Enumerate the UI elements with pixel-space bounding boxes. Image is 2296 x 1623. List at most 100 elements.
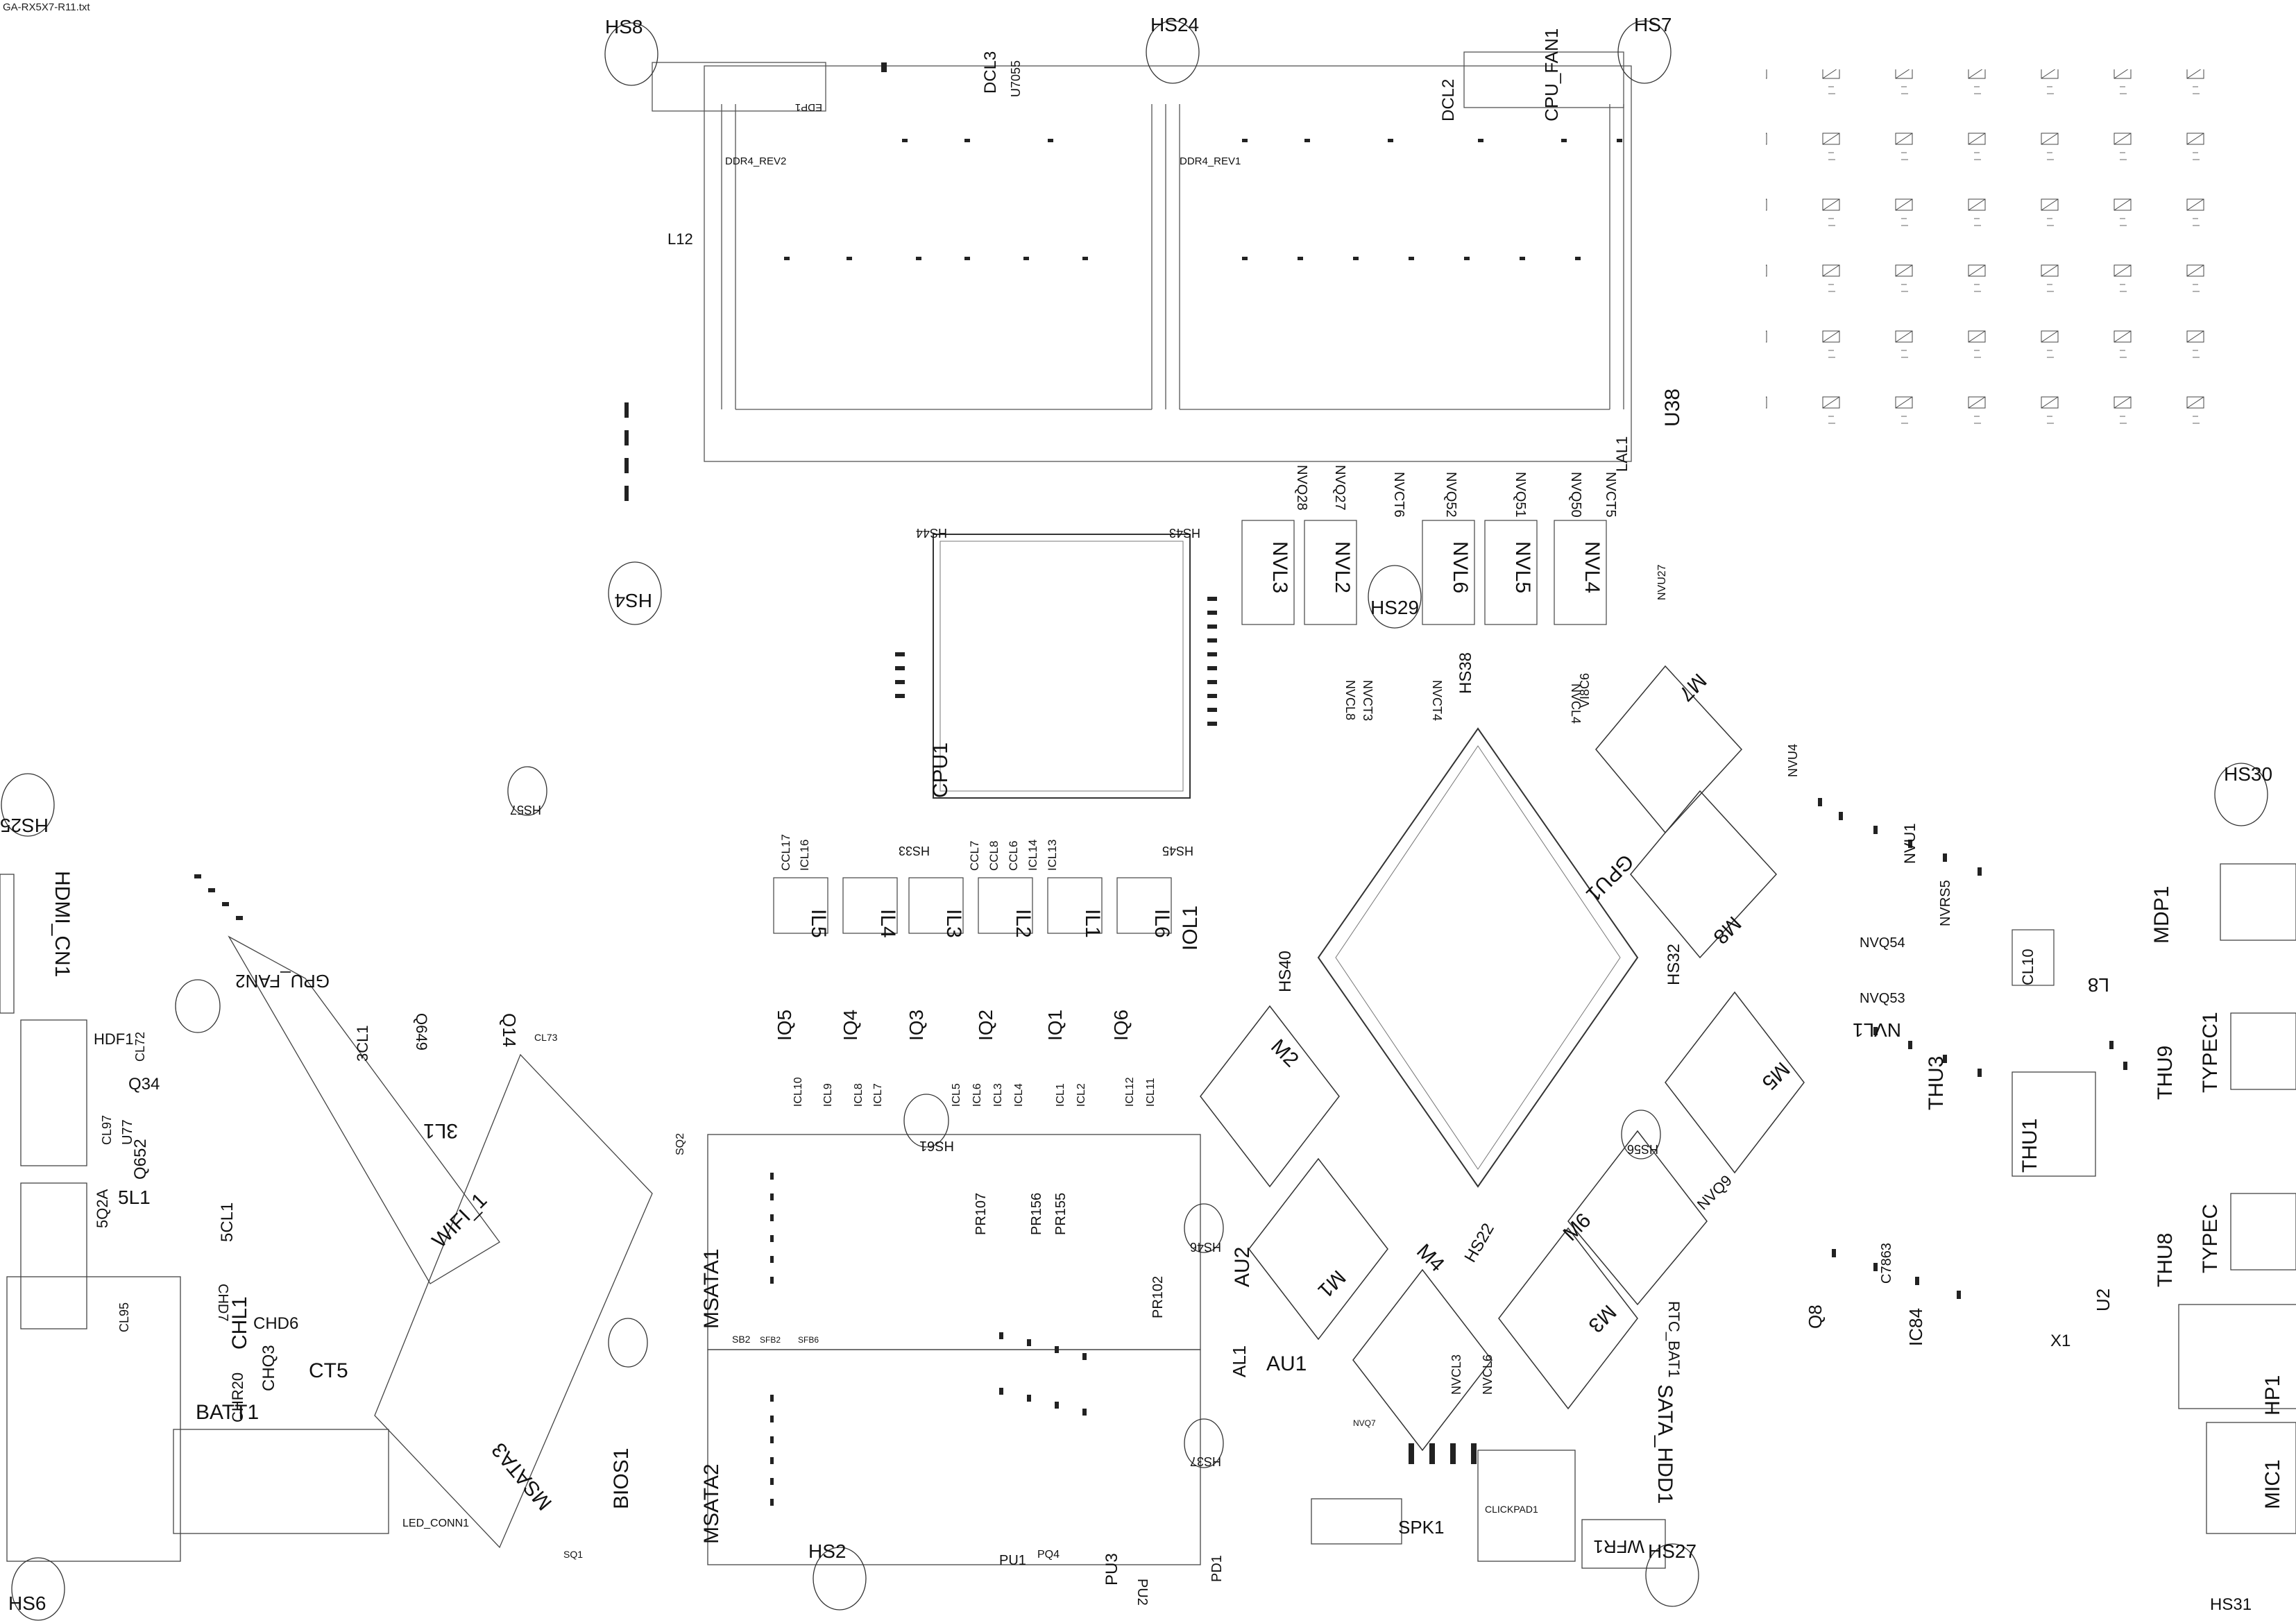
q652-label: Q652 [131,1139,150,1180]
sb2-label: SB2 [732,1334,751,1345]
cl73-label: CL73 [534,1032,558,1043]
pr107-label: PR107 [973,1193,989,1235]
typec-label: TYPEC [2199,1204,2222,1273]
heatsink-label: HS29 [1370,597,1419,618]
heatsink-label: HS6 [8,1592,46,1614]
u2-label: U2 [2093,1289,2114,1311]
memory-label: M7 [1674,669,1711,706]
typec1-label: TYPEC1 [2199,1012,2222,1093]
memory-label: M4 [1412,1240,1449,1277]
cap-label: CCL8 [987,841,1001,871]
cpu-fan-label: CPU_FAN1 [1541,28,1562,121]
nv-fet-label: NVQ28 [1294,465,1309,511]
hp-label: HP1 [2261,1375,2284,1416]
msata1-label: MSATA1 [700,1248,723,1329]
chd6-label: CHD6 [253,1314,298,1333]
pd1-label: PD1 [1209,1555,1225,1582]
nv-fet-label: NVQ27 [1332,465,1347,511]
ddr-slot-area [652,51,1632,462]
heatsink-label: HS22 [1461,1220,1497,1266]
heatsink-label: HS45 [1162,844,1193,858]
cap-label: ICL4 [1013,1083,1025,1107]
u7055-label: U7055 [1009,60,1023,97]
u38-label: U38 [1661,389,1684,427]
heatsink-label: HS31 [2210,1595,2252,1614]
nv-cap-label: NVCL8 [1343,680,1357,720]
chr20-label: CHR20 [229,1373,246,1422]
heatsink-label: HS33 [899,844,930,858]
sq2-label: SQ2 [674,1133,686,1155]
file-name: GA-RX5X7-R11.txt [3,1,90,13]
thu9-label: THU9 [2154,1046,2177,1100]
inductor-label: IL2 [1012,909,1035,938]
heatsink-label: HS61 [919,1138,954,1153]
pr156-label: PR156 [1029,1193,1044,1235]
rtc-label: RTC_BAT1 [1665,1301,1683,1377]
mosfet-label: IQ6 [1110,1010,1132,1041]
nv-inductor-label: NVL6 [1449,541,1472,593]
cl95-label: CL95 [117,1302,131,1332]
msata3-label: MSATA3 [487,1438,556,1515]
nv-fet-label: NVQ52 [1443,472,1459,518]
cap-label: ICL9 [822,1083,834,1107]
pr102-label: PR102 [1150,1276,1166,1318]
inductor-label: IL1 [1081,909,1104,938]
nv-inductor-label: NVL2 [1331,541,1354,593]
memory-labels: M7 M8 M5 M6 M3 M4 M1 M2 [1266,669,1794,1337]
inductor-label: IL5 [807,909,830,938]
pu1-label: PU1 [999,1553,1026,1568]
cl72-label: CL72 [133,1032,147,1062]
nvu27-label: NVU27 [1656,564,1668,600]
cap-label: ICL7 [872,1083,884,1107]
cl10-label: CL10 [2019,949,2036,985]
cap-label: CCL6 [1007,841,1020,871]
mosfet-label: IQ4 [840,1010,861,1041]
cap-label: ICL3 [992,1083,1004,1107]
inductor-label: IL6 [1150,909,1173,938]
memory-label: M6 [1559,1209,1596,1246]
memory-label: M2 [1266,1035,1303,1072]
cpu-package [933,534,1191,799]
nv-cap-label: VI8C6 [1578,673,1592,708]
heatsink-label: HS27 [1648,1540,1697,1562]
iol1-label: IOL1 [1179,906,1202,951]
cap-labels-top: CCL17 ICL16 CCL7 CCL8 CCL6 ICL14 ICL13 [779,834,1059,871]
sfb2-label: SFB2 [760,1335,781,1345]
cap-label: ICL14 [1026,840,1039,871]
gpu-label: GPU1 [1581,849,1638,906]
nvq7-label: NVQ7 [1353,1418,1376,1428]
cap-label: ICL5 [951,1083,962,1107]
dcl3-label: DCL3 [981,51,1000,94]
q649-label: Q649 [413,1013,430,1051]
heatsink-label: HS56 [1627,1142,1658,1156]
dcl2-label: DCL2 [1439,79,1458,121]
cap-label: CCL7 [968,841,981,871]
nv-inductor-label: NVL4 [1581,541,1604,593]
nv-cap-label: NVCL3 [1449,1354,1463,1395]
inductor-labels: IL5 IL4 IL3 IL2 IL1 IL6 [807,909,1173,938]
mosfet-label: IQ1 [1044,1010,1066,1041]
cap-label: ICL12 [1124,1077,1136,1107]
au2-label: AU2 [1231,1247,1254,1287]
spk-label: SPK1 [1398,1517,1445,1538]
5l1-label: 5L1 [118,1187,151,1208]
cap-label: ICL10 [792,1077,804,1107]
cl97-label: CL97 [100,1115,114,1145]
q8-label: Q8 [1805,1305,1826,1329]
q14-label: Q14 [499,1013,520,1047]
lal1-label: LAL1 [1613,436,1631,472]
nvq9-label: NVQ9 [1694,1171,1735,1213]
u77-label: U77 [120,1119,135,1145]
nv-cap-label: NVCT3 [1361,680,1375,721]
5cl1-label: 5CL1 [218,1203,237,1242]
passive-grid [1766,69,2217,430]
memory-label: M3 [1584,1300,1621,1337]
nvrs5-label: NVRS5 [1938,880,1953,926]
heatsink-label: HS30 [2224,763,2272,785]
l8-label: L8 [2088,974,2109,996]
nvq54-label: NVQ54 [1860,935,1905,951]
heatsink-label: HS7 [1634,14,1672,35]
edp1-label: EDP1 [795,101,822,113]
heatsink-label: HS44 [916,526,947,540]
